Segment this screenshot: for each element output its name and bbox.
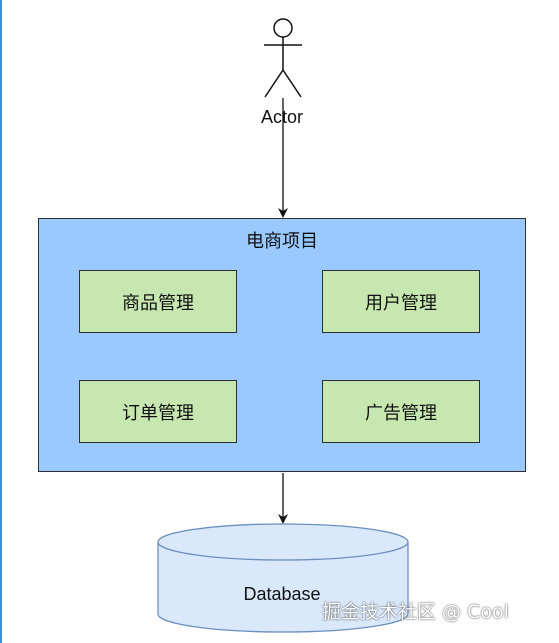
database-cylinder-icon[interactable] bbox=[156, 522, 410, 634]
actor-label: Actor bbox=[260, 107, 303, 127]
frame-left-border bbox=[0, 0, 2, 643]
module-product-management[interactable]: 商品管理 bbox=[79, 270, 237, 333]
project-container[interactable]: 电商项目 商品管理 用户管理 订单管理 广告管理 bbox=[38, 218, 526, 472]
module-order-management[interactable]: 订单管理 bbox=[79, 380, 237, 443]
actor-icon[interactable] bbox=[255, 14, 311, 104]
module-ad-management[interactable]: 广告管理 bbox=[322, 380, 480, 443]
database-label: Database bbox=[243, 584, 321, 604]
module-user-management[interactable]: 用户管理 bbox=[322, 270, 480, 333]
watermark-text: 掘金技术社区 @ Cool bbox=[322, 601, 509, 623]
project-title: 电商项目 bbox=[246, 231, 318, 252]
